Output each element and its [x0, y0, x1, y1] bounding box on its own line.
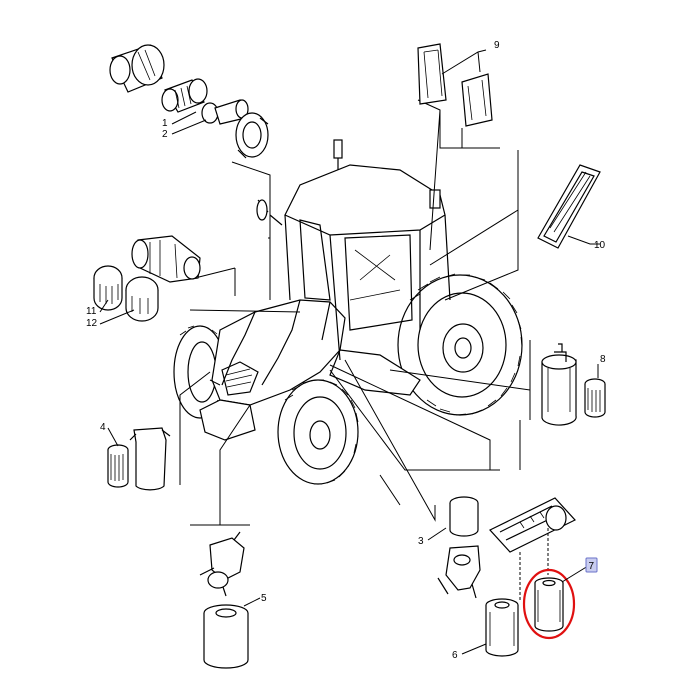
callout-label-2: 2 — [162, 129, 168, 140]
precleaner-filter-icon — [93, 265, 123, 311]
air-filter-housing-icon — [109, 44, 165, 93]
callout-label-4: 4 — [100, 422, 106, 433]
callout-label-8: 8 — [600, 354, 606, 365]
highlight-ring — [522, 568, 576, 640]
callout-leader-7 — [561, 565, 589, 583]
fuel-prefilter-cartridge-icon — [584, 378, 606, 418]
oil-filter-assembly: 3 — [418, 496, 481, 599]
air-filter-inner-icon — [201, 99, 249, 125]
callout-box-7[interactable] — [585, 557, 598, 573]
callout-label-12: 12 — [86, 318, 98, 329]
callout-label-11: 11 — [86, 306, 97, 317]
callout-label-6: 6 — [452, 650, 458, 661]
safety-filter-icon — [125, 276, 159, 322]
callout-label-10: 10 — [594, 240, 606, 251]
precleaner-assembly: 11 12 — [86, 235, 201, 329]
callout-label-7[interactable]: 7 — [589, 561, 595, 572]
filter-head-assembly — [489, 497, 576, 600]
hydraulic-filter-cartridge-icon — [107, 444, 129, 488]
callout-label-1: 1 — [162, 118, 168, 129]
callout-label-5: 5 — [261, 593, 267, 604]
rear-wheel — [397, 273, 523, 416]
transmission-filter-icon[interactable] — [534, 577, 564, 632]
oil-filter-spin-on-icon — [449, 496, 479, 537]
front-wheel — [277, 379, 359, 485]
leader-lines — [179, 99, 531, 526]
hydraulic-filter-assembly: 4 — [100, 422, 171, 491]
tractor-illustration — [173, 139, 523, 485]
air-filter-assembly: 1 2 — [109, 44, 269, 159]
tractor-cab — [256, 139, 451, 361]
fuel-filter-spin-on-icon — [203, 604, 249, 669]
fuel-prefilter-assembly: 8 — [541, 343, 606, 426]
callout-label-3: 3 — [418, 536, 424, 547]
fuel-filter-assembly: 5 — [199, 531, 267, 669]
cab-recirculation-filter-icon: 10 — [537, 164, 606, 251]
air-filter-outer-icon — [161, 78, 208, 113]
callout-label-9: 9 — [494, 40, 500, 51]
air-filter-cover-icon — [235, 112, 269, 159]
cab-air-filter-icon: 9 — [417, 40, 500, 127]
tractor-body — [199, 299, 421, 441]
engine-oil-filter-icon: 6 — [452, 598, 519, 661]
